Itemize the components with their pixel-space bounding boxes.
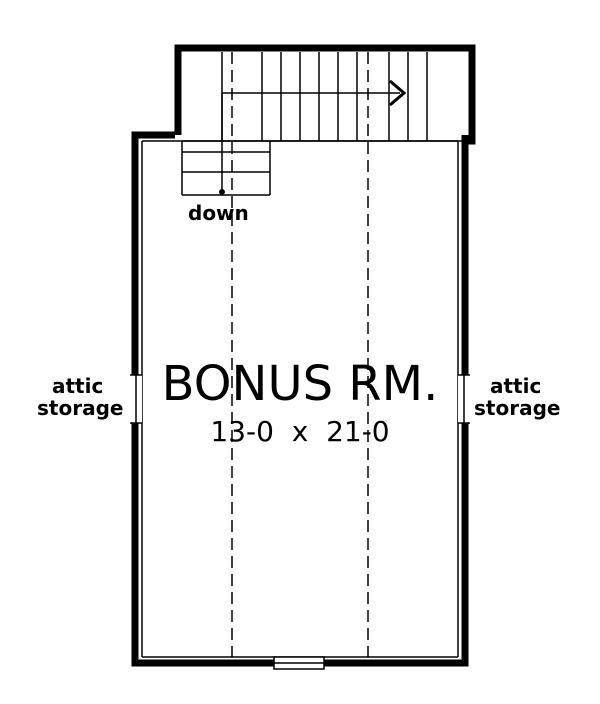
attic-right-line2: storage [474,396,560,420]
dashed-slope-lines [231,52,369,657]
stair-treads [181,52,428,196]
stair-label: down [188,201,249,225]
room-name: BONUS RM. [162,356,439,412]
attic-left-line2: storage [37,396,123,420]
window-right [458,374,470,424]
attic-left-line1: attic [52,374,103,398]
stair-direction-arrow [219,79,407,195]
window-bottom [273,656,325,670]
room-walls [131,44,476,667]
attic-right-line1: attic [490,374,541,398]
window-left [130,374,142,424]
room-dimensions: 13-0 x 21-0 [210,415,389,448]
